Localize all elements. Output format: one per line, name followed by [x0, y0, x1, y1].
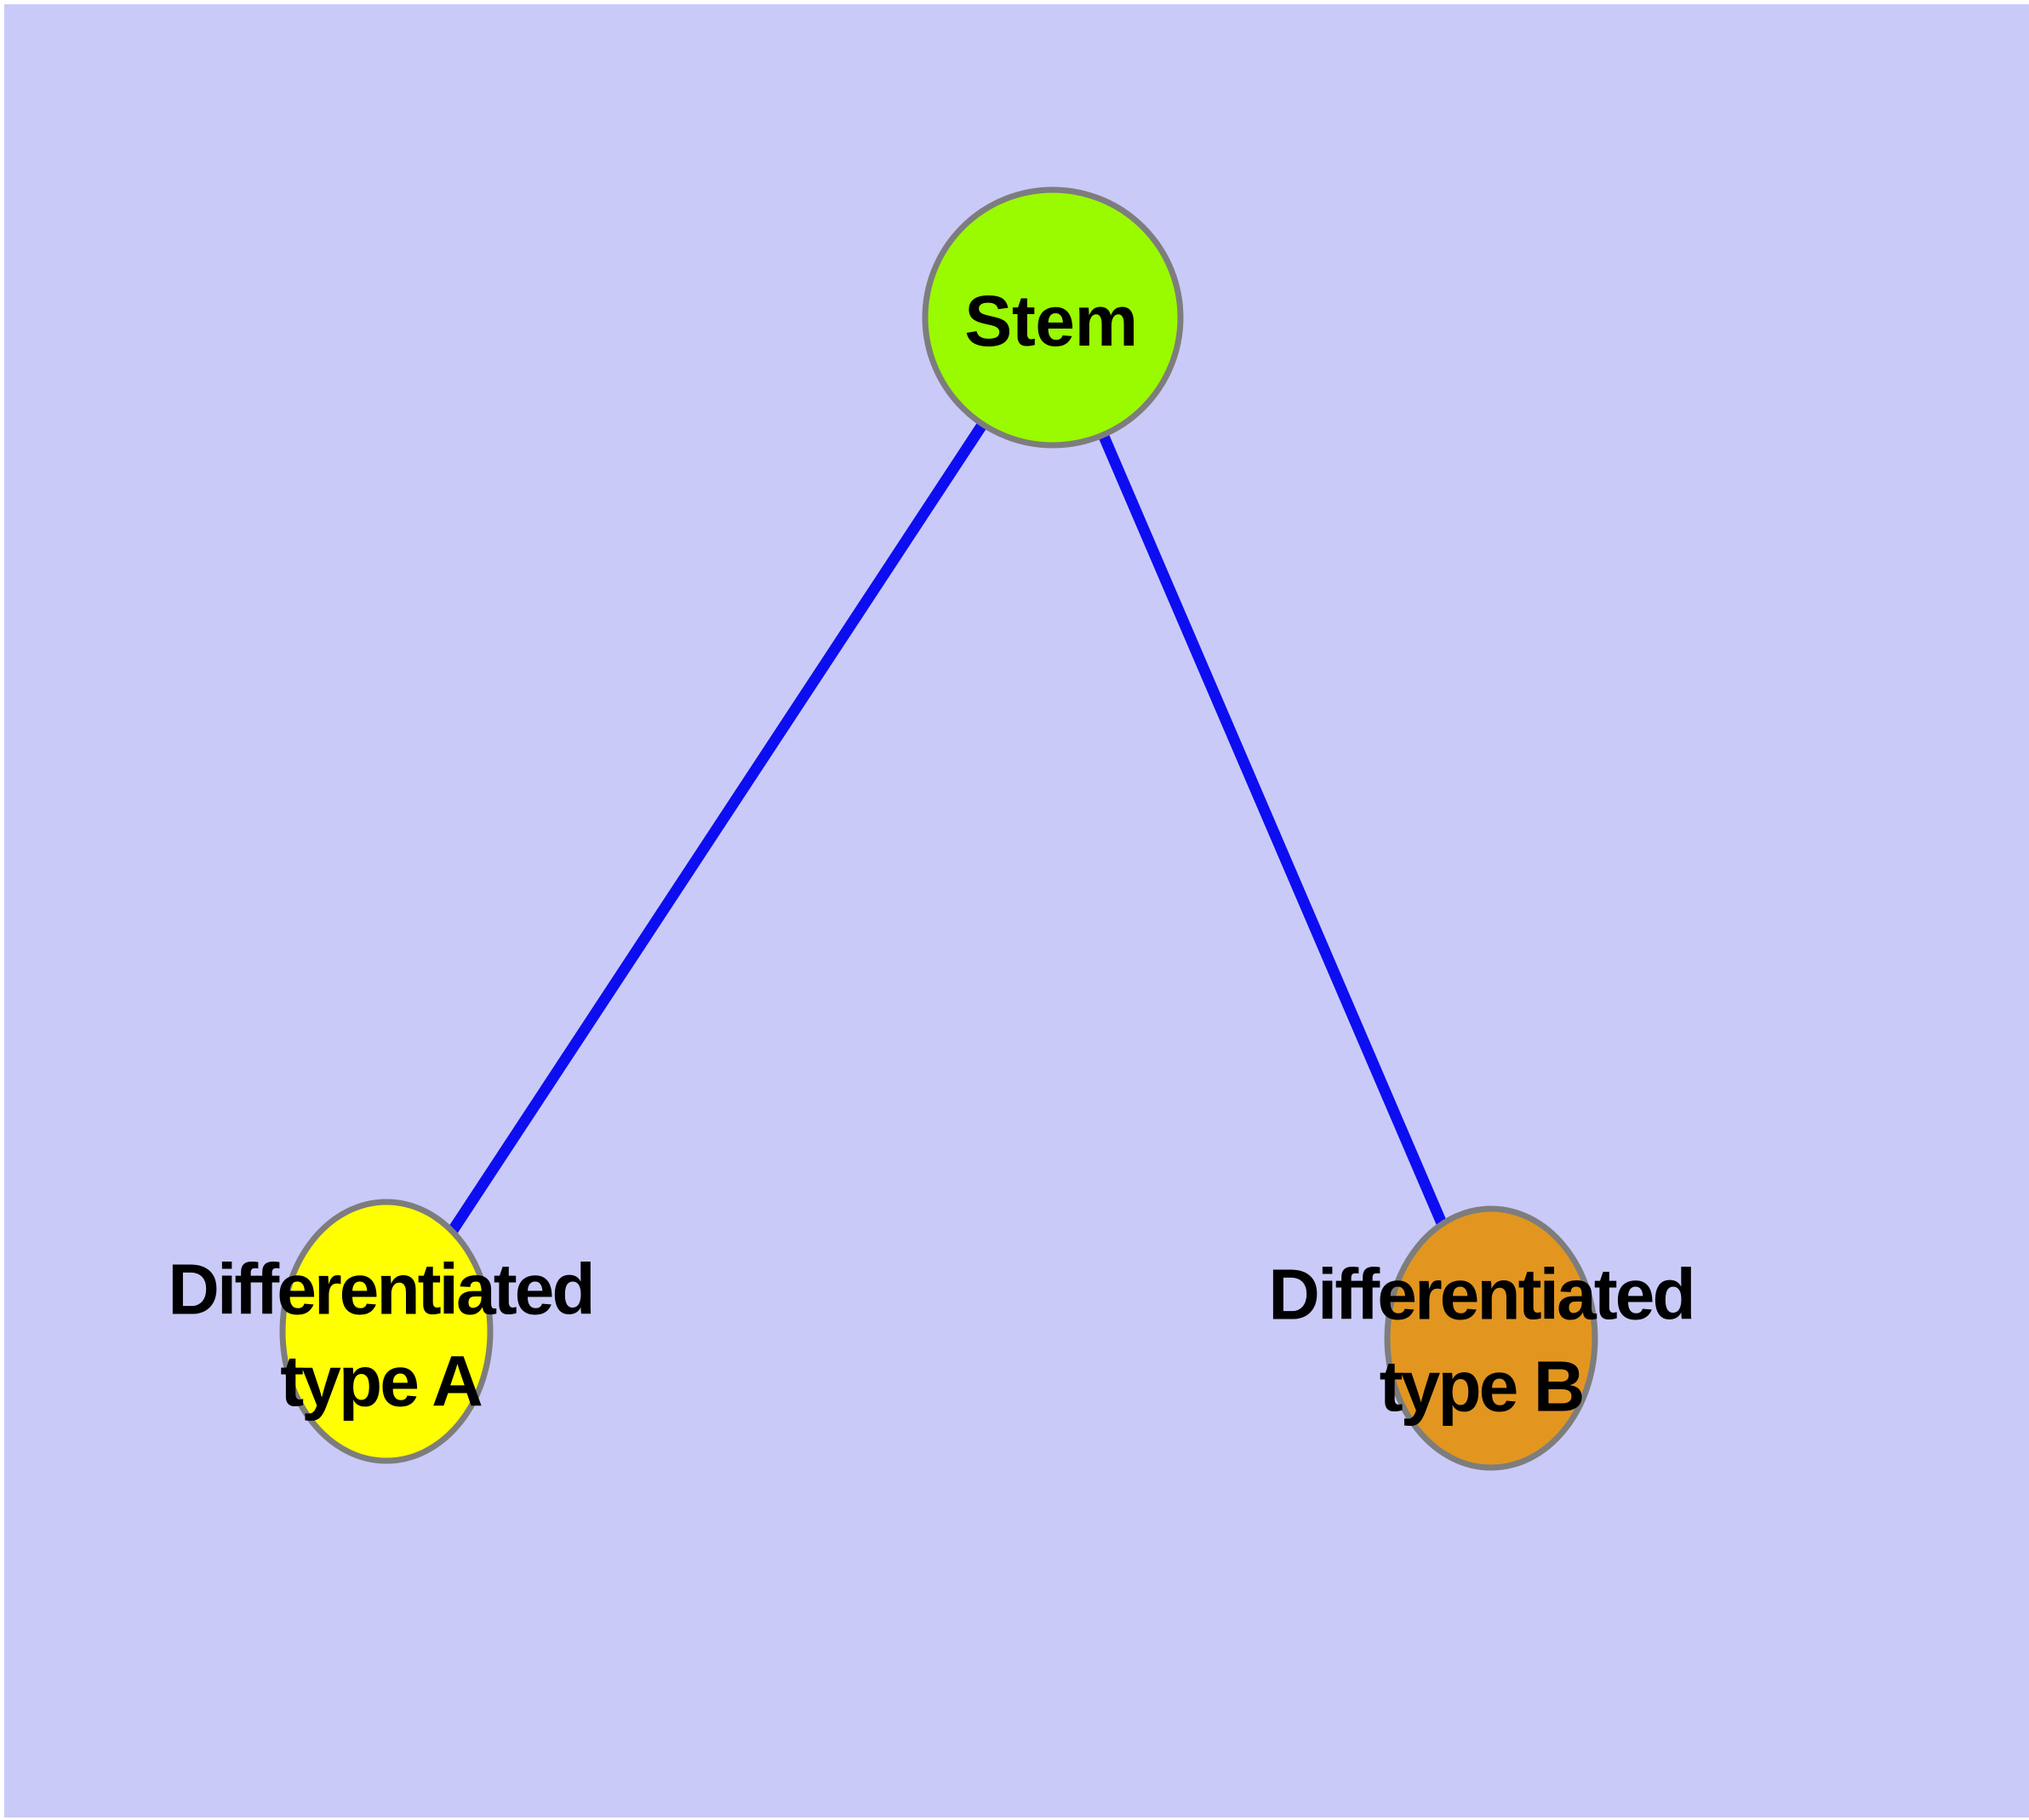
node-type-a-label: Differentiated type A	[168, 1249, 595, 1421]
node-type-a-shape	[279, 1199, 494, 1464]
diagram-canvas: Stem Differentiated type A Differentiate…	[4, 4, 2029, 1817]
node-type-b-label: Differentiated type B	[1268, 1254, 1695, 1426]
node-stem-label: Stem	[964, 281, 1138, 361]
diagram-graphic	[279, 186, 1598, 1471]
edge-stem-to-type-b	[1048, 315, 1496, 1341]
edge-stem-to-type-a	[381, 314, 1058, 1335]
node-stem-shape	[922, 186, 1184, 449]
node-type-b-shape	[1384, 1205, 1598, 1471]
